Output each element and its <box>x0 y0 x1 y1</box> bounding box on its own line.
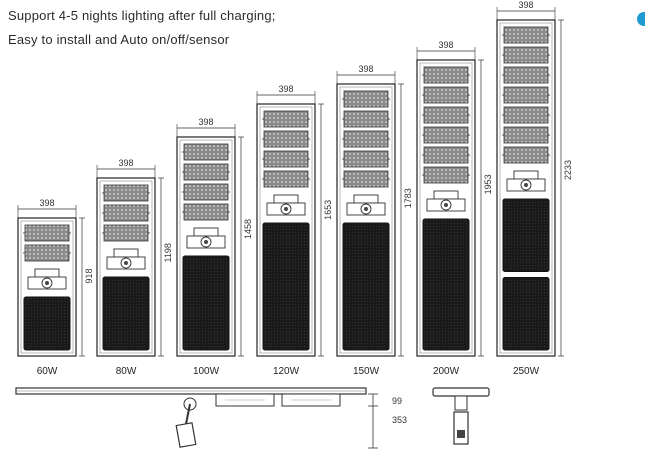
solar-panel <box>263 170 309 188</box>
lamp-inner-frame <box>419 62 473 354</box>
sensor-lens-icon <box>524 183 528 187</box>
solar-panel <box>423 86 469 104</box>
width-dim-label: 398 <box>118 158 133 168</box>
side-dim-99: 99 <box>392 396 402 406</box>
watt-label: 80W <box>116 366 137 377</box>
height-dim-label: 1653 <box>323 200 333 220</box>
mount-bar <box>433 190 459 200</box>
height-dim-label: 2233 <box>563 160 573 180</box>
mount-bar <box>353 194 379 204</box>
mount-bar <box>273 194 299 204</box>
lamp-inner-frame <box>259 106 313 354</box>
height-dim-label: 1198 <box>163 243 173 262</box>
watt-label: 250W <box>513 366 540 377</box>
lamp-200w: 398 1953 200W <box>416 40 493 377</box>
height-dim-label: 1458 <box>243 219 253 239</box>
width-dim-label: 398 <box>518 0 533 10</box>
watt-label: 60W <box>37 366 58 377</box>
watt-label: 150W <box>353 366 380 377</box>
solar-panel <box>423 106 469 124</box>
battery-module <box>262 222 310 351</box>
intro-line-1: Support 4-5 nights lighting after full c… <box>8 8 276 23</box>
width-dim-label: 398 <box>358 64 373 74</box>
solar-panel <box>503 106 549 124</box>
width-dim-label: 398 <box>278 84 293 94</box>
solar-panel <box>263 150 309 168</box>
solar-panel <box>103 224 149 242</box>
solar-panel <box>24 224 70 242</box>
sensor-lens-icon <box>364 207 368 211</box>
height-dim-label: 918 <box>84 268 94 283</box>
solar-panel <box>103 204 149 222</box>
corner-badge-icon <box>637 12 645 26</box>
height-dim-label: 1783 <box>403 188 413 208</box>
end-view-head <box>432 387 490 397</box>
watt-label: 100W <box>193 366 220 377</box>
solar-panel <box>343 150 389 168</box>
solar-panel <box>343 170 389 188</box>
solar-panel <box>343 130 389 148</box>
battery-module <box>502 277 550 351</box>
solar-panel <box>503 46 549 64</box>
side-bracket <box>175 422 197 448</box>
battery-module <box>182 255 230 351</box>
mount-bar <box>113 248 139 258</box>
solar-panel <box>423 146 469 164</box>
solar-panel <box>423 126 469 144</box>
lamp-100w: 398 1458 100W <box>176 117 253 377</box>
lamp-inner-frame <box>499 22 553 354</box>
mount-bar <box>513 170 539 180</box>
end-view-joint <box>454 395 468 411</box>
lamp-inner-frame <box>339 86 393 354</box>
battery-module <box>102 276 150 351</box>
lamp-inner-frame <box>179 139 233 354</box>
solar-panel <box>343 110 389 128</box>
solar-panel <box>24 244 70 262</box>
intro-line-2: Easy to install and Auto on/off/sensor <box>8 32 230 47</box>
solar-panel <box>183 163 229 181</box>
solar-panel <box>503 66 549 84</box>
solar-panel <box>503 26 549 44</box>
lamp-60w: 398 918 60W <box>17 198 94 377</box>
solar-panel <box>503 126 549 144</box>
solar-panel <box>183 203 229 221</box>
watt-label: 120W <box>273 366 300 377</box>
width-dim-label: 398 <box>198 117 213 127</box>
lamp-150w: 398 1783 150W <box>336 64 413 377</box>
solar-panel <box>503 86 549 104</box>
width-dim-label: 398 <box>39 198 54 208</box>
lamp-250w: 398 2233 250W <box>496 0 573 377</box>
mount-bar <box>193 227 219 237</box>
solar-panel <box>263 130 309 148</box>
sensor-lens-icon <box>45 281 49 285</box>
lamp-inner-frame <box>99 180 153 354</box>
solar-panel <box>423 166 469 184</box>
lamp-80w: 398 1198 80W <box>96 158 173 377</box>
end-view-bracket <box>453 411 469 445</box>
solar-panel <box>183 183 229 201</box>
sensor-lens-icon <box>124 261 128 265</box>
sensor-lens-icon <box>444 203 448 207</box>
solar-panel <box>343 90 389 108</box>
sensor-lens-icon <box>284 207 288 211</box>
side-view: 99 353 <box>15 387 490 449</box>
battery-module <box>342 222 390 351</box>
width-dim-label: 398 <box>438 40 453 50</box>
battery-module <box>422 218 470 351</box>
solar-panel <box>423 66 469 84</box>
sensor-lens-icon <box>204 240 208 244</box>
battery-module <box>23 296 71 351</box>
battery-module <box>502 198 550 272</box>
mount-bar <box>34 268 60 278</box>
side-dim-353: 353 <box>392 415 407 425</box>
solar-panel <box>103 184 149 202</box>
height-dim-label: 1953 <box>483 174 493 194</box>
solar-panel <box>263 110 309 128</box>
lamp-inner-frame <box>20 220 74 354</box>
solar-panel <box>503 146 549 164</box>
watt-label: 200W <box>433 366 460 377</box>
lamp-120w: 398 1653 120W <box>256 84 333 377</box>
solar-panel <box>183 143 229 161</box>
